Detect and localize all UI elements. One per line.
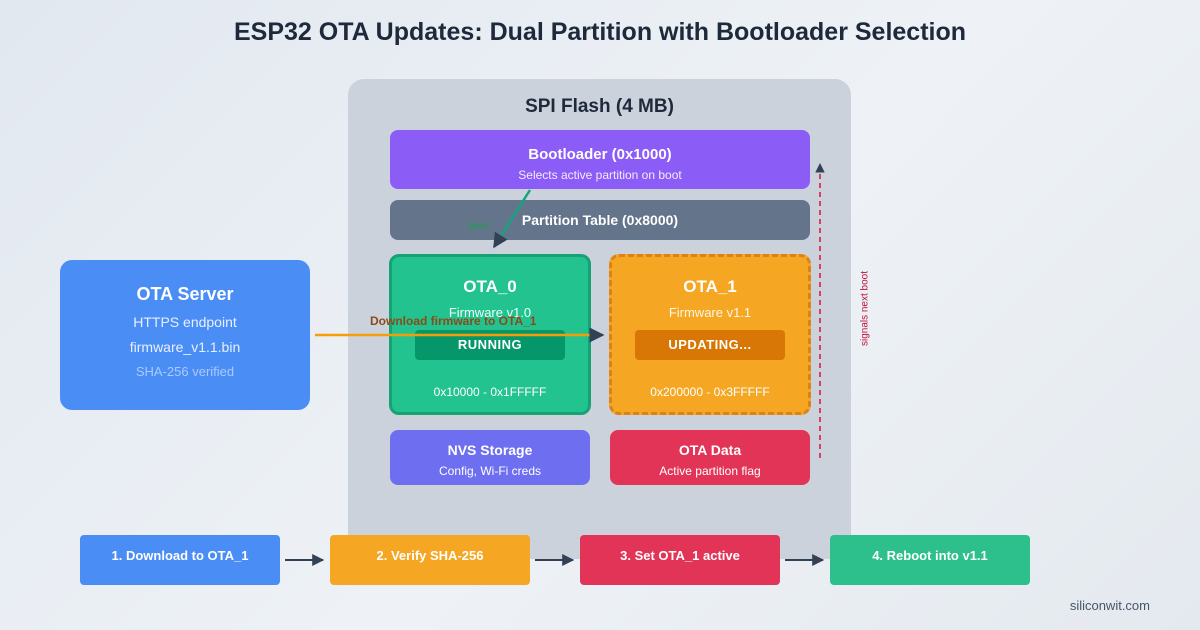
ota1-title: OTA_1 bbox=[683, 277, 737, 296]
ota1-firmware: Firmware v1.1 bbox=[668, 305, 752, 320]
step-2-verify: 2. Verify SHA-256 bbox=[330, 535, 530, 585]
ota-data-title: OTA Data bbox=[678, 442, 742, 458]
signal-arrow-label: signals next boot bbox=[859, 270, 871, 347]
ota0-firmware: Firmware v1.0 bbox=[448, 305, 532, 320]
bootloader-block: Bootloader (0x1000) Selects active parti… bbox=[390, 130, 810, 189]
nvs-title: NVS Storage bbox=[447, 442, 533, 458]
nvs-storage-block: NVS Storage Config, Wi-Fi creds bbox=[390, 430, 590, 485]
ota1-address: 0x200000 - 0x3FFFFF bbox=[650, 385, 770, 399]
ota1-partition: OTA_1 Firmware v1.1 UPDATING... 0x200000… bbox=[609, 254, 811, 415]
boot-arrow-label: boot bbox=[469, 221, 489, 232]
spi-flash-title: SPI Flash (4 MB) bbox=[525, 96, 674, 117]
bootloader-title: Bootloader (0x1000) bbox=[528, 146, 672, 163]
ota-data-block: OTA Data Active partition flag bbox=[610, 430, 810, 485]
step-3-set-active: 3. Set OTA_1 active bbox=[580, 535, 780, 585]
partition-table-block: Partition Table (0x8000) bbox=[390, 200, 810, 240]
ota0-title: OTA_0 bbox=[463, 277, 517, 296]
ota-server-title: OTA Server bbox=[136, 284, 234, 304]
boot-arrow bbox=[492, 189, 532, 249]
bootloader-subtitle: Selects active partition on boot bbox=[518, 168, 682, 182]
step-4-reboot: 4. Reboot into v1.1 bbox=[830, 535, 1030, 585]
ota-server-endpoint: HTTPS endpoint bbox=[133, 314, 237, 330]
ota0-address: 0x10000 - 0x1FFFFF bbox=[433, 385, 547, 399]
ota-server-verification: SHA-256 verified bbox=[135, 364, 235, 379]
brand-watermark: siliconwit.com bbox=[1069, 598, 1150, 613]
nvs-subtitle: Config, Wi-Fi creds bbox=[438, 464, 542, 478]
ota-server-block: OTA Server HTTPS endpoint firmware_v1.1.… bbox=[60, 260, 310, 410]
ota1-status-badge: UPDATING... bbox=[635, 330, 785, 360]
ota-server-filename: firmware_v1.1.bin bbox=[129, 339, 241, 355]
page-title: ESP32 OTA Updates: Dual Partition with B… bbox=[233, 18, 967, 46]
step-1-download: 1. Download to OTA_1 bbox=[80, 535, 280, 585]
download-arrow-label: Download firmware to OTA_1 bbox=[370, 314, 537, 328]
ota-data-subtitle: Active partition flag bbox=[659, 464, 761, 478]
